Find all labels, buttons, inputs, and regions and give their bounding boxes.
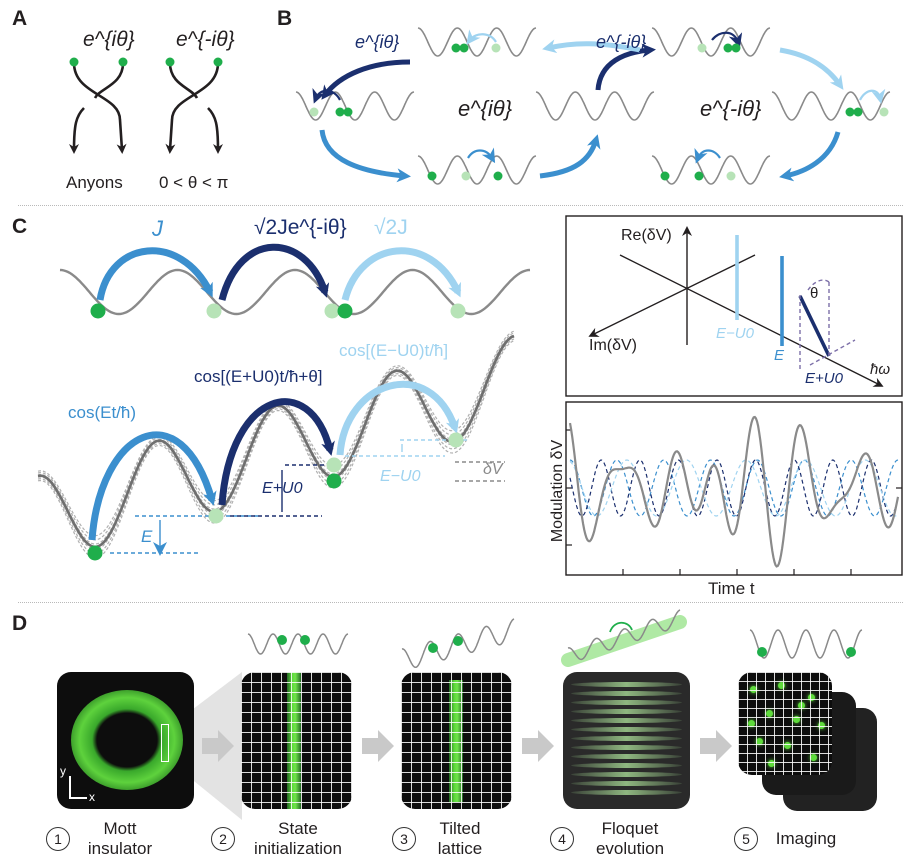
step2-well [248,634,348,654]
floquet-bar [571,682,682,687]
step-1-number: 1 [46,827,70,851]
mott-insulator-image: y x [57,672,194,809]
step5-well [750,630,862,658]
step-4-number: 4 [550,827,574,851]
step-3-label: Tilted lattice [420,819,500,859]
state-init-grid [241,672,352,809]
floquet-bar [571,709,682,714]
step-1-line-1: Mott [80,819,160,839]
step-2-line-2: initialization [240,839,356,859]
floquet-bar [571,700,682,705]
axis-y-label: y [60,764,66,778]
floquet-bar [571,781,682,786]
step-lattice-wells [248,619,862,667]
imaging-image-front [738,672,832,775]
floquet-bar [571,727,682,732]
floquet-tilted-lattice [568,610,680,660]
floquet-bar [571,790,682,795]
tilted-lattice-grid [401,672,512,809]
axis-x-label: x [89,790,95,804]
floquet-bar [571,745,682,750]
step-4-line-1: Floquet [580,819,680,839]
tilted-lattice-image [401,672,512,809]
step-5-number: 5 [734,827,758,851]
floquet-bar [571,763,682,768]
floquet-bar [571,736,682,741]
floquet-bars [571,680,682,801]
step-4-label: Floquet evolution [580,819,680,859]
step-3-number: 3 [392,827,416,851]
step-2-label: State initialization [240,819,356,859]
floquet-bar [571,754,682,759]
step-3-line-2: lattice [420,839,500,859]
step-3-line-1: Tilted [420,819,500,839]
axis-x-arrow [69,797,87,799]
mott-selection-box [161,724,169,762]
step-1-label: Mott insulator [80,819,160,859]
floquet-bar [571,718,682,723]
axis-y-arrow [69,776,71,798]
step-4-line-2: evolution [580,839,680,859]
floquet-bar [571,691,682,696]
floquet-evolution-image [563,672,690,809]
step-2-number: 2 [211,827,235,851]
step-1-line-2: insulator [80,839,160,859]
step-5-label: Imaging [766,829,846,849]
state-init-image [241,672,352,809]
step-5-line-1: Imaging [766,829,846,849]
step-2-line-1: State [240,819,356,839]
imaging-grid [738,672,832,775]
floquet-bar [571,772,682,777]
